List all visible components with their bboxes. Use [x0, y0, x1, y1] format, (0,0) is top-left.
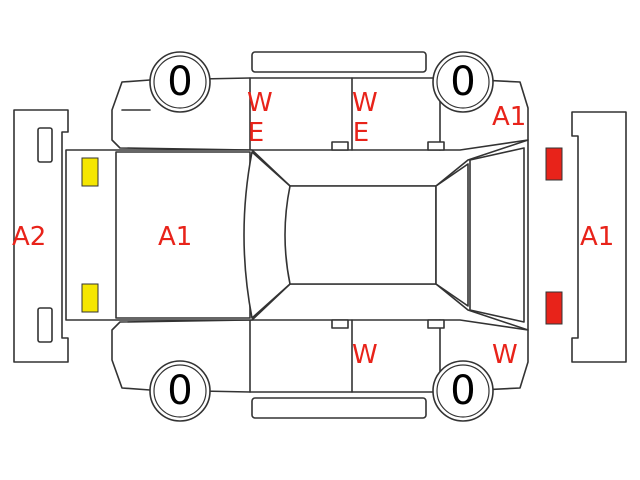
front-right-tire-outer — [149, 51, 211, 113]
left-rear-door-handle — [427, 319, 445, 329]
front-left-tire-inner — [153, 364, 207, 418]
left-side-sill — [251, 397, 427, 419]
mark-front-right-fender: A1 — [492, 102, 527, 132]
mark-right-front-door: WE — [247, 88, 273, 148]
mark-right-rear-door: WE — [352, 88, 378, 148]
right-front-door-handle — [331, 141, 349, 151]
left-front-door-handle — [331, 319, 349, 329]
rear-left-taillight — [545, 291, 563, 325]
mark-left-rear-door: W — [352, 340, 378, 370]
rear-bumper-outline — [571, 111, 627, 363]
rear-window — [435, 163, 469, 307]
rear-right-tire-inner — [436, 55, 490, 109]
tire-rear-right-value: 0 — [450, 59, 476, 105]
left-side-body — [111, 319, 529, 393]
mark-front-bumper: A2 — [12, 222, 47, 252]
right-rear-door-handle — [427, 141, 445, 151]
rear-right-tire-outer — [432, 51, 494, 113]
tire-rear-left-value: 0 — [450, 368, 476, 414]
front-right-tire-inner — [153, 55, 207, 109]
trunk-lid — [469, 147, 525, 323]
mark-left-rear-fender: W — [492, 340, 518, 370]
front-bumper-outline — [13, 109, 69, 363]
right-side-sill — [251, 51, 427, 73]
mark-hood: A1 — [158, 222, 193, 252]
hood-panel — [115, 151, 251, 319]
front-left-headlight — [81, 283, 99, 313]
tire-front-left-value: 0 — [167, 368, 193, 414]
windshield — [243, 151, 291, 319]
tire-front-right-value: 0 — [167, 59, 193, 105]
mark-rear-bumper: A1 — [580, 222, 615, 252]
front-right-headlight — [81, 157, 99, 187]
rear-left-tire-inner — [436, 364, 490, 418]
front-left-tire-outer — [149, 360, 211, 422]
rear-left-tire-outer — [432, 360, 494, 422]
roof-panel — [284, 185, 437, 285]
rear-right-taillight — [545, 147, 563, 181]
front-bumper-fog-light-top — [37, 127, 53, 163]
front-bumper-fog-light-bottom — [37, 307, 53, 343]
